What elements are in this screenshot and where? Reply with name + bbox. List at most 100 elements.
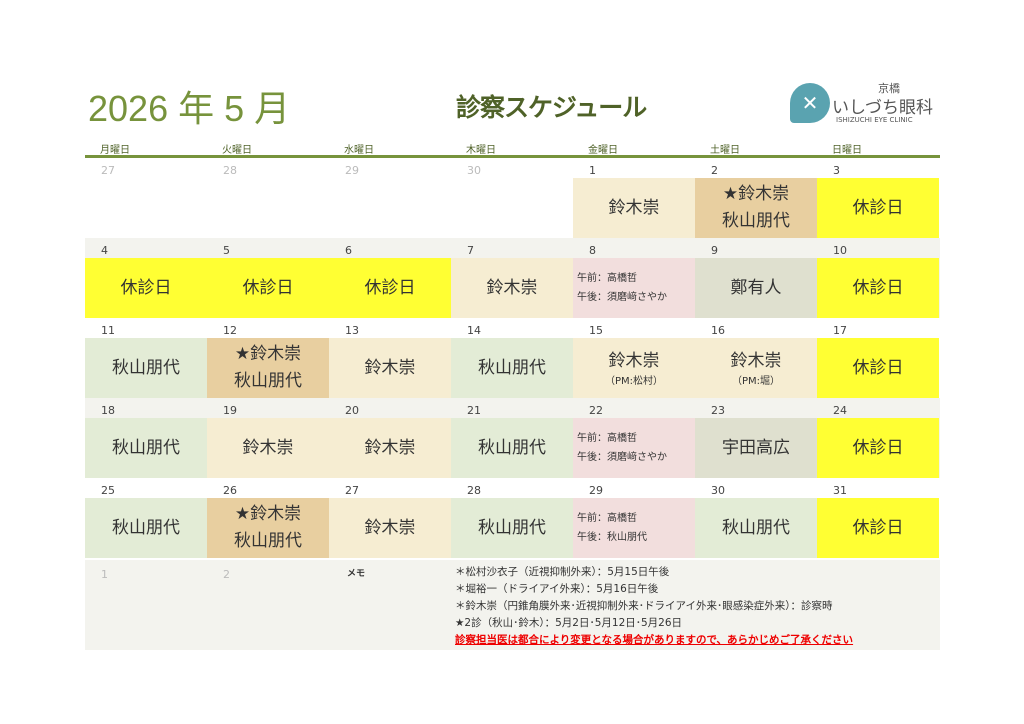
doctor-name: 鈴木崇 — [364, 357, 416, 378]
schedule-closed: 休診日 — [817, 418, 939, 478]
day-cell: 25 秋山朋代 — [85, 478, 207, 558]
memo-row: 1 2 メモ ＊松村沙衣子（近視抑制外来）：5月15日午後 ＊堀裕一（ドライアイ… — [85, 560, 940, 650]
schedule-closed: 休診日 — [817, 178, 939, 238]
doctor-note: （PM:松村） — [604, 375, 664, 387]
day-number: 26 — [223, 484, 237, 497]
doctor-name: 休診日 — [120, 277, 172, 298]
schedule-split: 午前：高橋哲午後：秋山朋代 — [573, 498, 695, 558]
day-number: 18 — [101, 404, 115, 417]
header-divider — [85, 155, 940, 158]
day-cell: 29 — [329, 158, 451, 238]
day-number: 20 — [345, 404, 359, 417]
schedule-suzuki: 鈴木崇 — [451, 258, 573, 318]
doctor-name: 鈴木崇 — [608, 197, 660, 218]
day-number: 14 — [467, 324, 481, 337]
schedule-double: ★鈴木崇秋山朋代 — [695, 178, 817, 238]
shift-line: 午後：須磨﨑さやか — [577, 292, 667, 303]
day-number: 27 — [101, 164, 115, 177]
day-cell: 12★鈴木崇秋山朋代 — [207, 318, 329, 398]
doctor-name: 秋山朋代 — [478, 357, 546, 378]
memo-lines: ＊松村沙衣子（近視抑制外来）：5月15日午後 ＊堀裕一（ドライアイ外来）：5月1… — [455, 564, 853, 649]
doctor-name: 休診日 — [242, 277, 294, 298]
shift-line: 午後：秋山朋代 — [577, 532, 647, 543]
doctor-note: （PM:堀） — [731, 375, 781, 387]
schedule-suzuki: 鈴木崇 — [329, 498, 451, 558]
day-number: 6 — [345, 244, 352, 257]
schedule-suzuki: 鈴木崇 — [329, 338, 451, 398]
day-number: 16 — [711, 324, 725, 337]
schedule-akiyama: 秋山朋代 — [451, 498, 573, 558]
day-number: 8 — [589, 244, 596, 257]
weekday-header: 木曜日 — [466, 145, 496, 156]
doctor-name: 秋山朋代 — [478, 437, 546, 458]
logo-mark-icon: ✕ — [790, 83, 830, 123]
day-cell: 28 秋山朋代 — [451, 478, 573, 558]
shift-line: 午後：須磨﨑さやか — [577, 452, 667, 463]
day-cell: 27 — [85, 158, 207, 238]
doctor-name: 休診日 — [364, 277, 416, 298]
logo-line2: いしづち眼科 — [832, 98, 933, 118]
doctor-name: 秋山朋代 — [112, 437, 180, 458]
day-cell: 21 秋山朋代 — [451, 398, 573, 478]
schedule-closed: 休診日 — [817, 258, 939, 318]
schedule-split: 午前：高橋哲午後：須磨﨑さやか — [573, 418, 695, 478]
memo-warning: 診察担当医は都合により変更となる場合がありますので、あらかじめご了承ください — [455, 634, 854, 646]
day-number: 28 — [467, 484, 481, 497]
schedule-akiyama: 秋山朋代 — [451, 338, 573, 398]
day-number: 24 — [833, 404, 847, 417]
schedule-akiyama: 秋山朋代 — [695, 498, 817, 558]
doctor-name: 秋山朋代 — [478, 517, 546, 538]
doctor-name: ★鈴木崇 — [234, 504, 302, 524]
schedule-akiyama: 秋山朋代 — [451, 418, 573, 478]
day-number: 2 — [711, 164, 718, 177]
schedule-title: 診察スケジュール — [456, 93, 647, 122]
day-number: 21 — [467, 404, 481, 417]
doctor-name: 秋山朋代 — [112, 517, 180, 538]
day-cell: 13 鈴木崇 — [329, 318, 451, 398]
doctor-name: 秋山朋代 — [722, 517, 790, 538]
day-number: 3 — [833, 164, 840, 177]
day-cell: 26★鈴木崇秋山朋代 — [207, 478, 329, 558]
schedule-suzuki: 鈴木崇 — [207, 418, 329, 478]
schedule-suzuki: 鈴木崇（PM:堀） — [695, 338, 817, 398]
day-cell: 14 秋山朋代 — [451, 318, 573, 398]
day-number: 7 — [467, 244, 474, 257]
day-cell: 28 — [207, 158, 329, 238]
schedule-suzuki: 鈴木崇 （PM:松村） — [573, 338, 695, 398]
doctor-name: 鈴木崇 — [608, 350, 660, 371]
weekday-header: 月曜日 — [100, 145, 130, 156]
weekday-header: 土曜日 — [710, 145, 740, 156]
schedule-akiyama: 秋山朋代 — [85, 498, 207, 558]
doctor-name: 秋山朋代 — [234, 371, 302, 391]
doctor-name: 鈴木崇 — [486, 277, 538, 298]
day-number: 29 — [345, 164, 359, 177]
shift-line: 午前：高橋哲 — [577, 513, 637, 524]
day-number: 28 — [223, 164, 237, 177]
weekday-header: 火曜日 — [222, 145, 252, 156]
day-number: 17 — [833, 324, 847, 337]
day-cell: 18 秋山朋代 — [85, 398, 207, 478]
day-number: 9 — [711, 244, 718, 257]
day-number: 25 — [101, 484, 115, 497]
day-cell: 30 — [451, 158, 573, 238]
schedule-suzuki: 鈴木崇 — [329, 418, 451, 478]
day-number: 13 — [345, 324, 359, 337]
